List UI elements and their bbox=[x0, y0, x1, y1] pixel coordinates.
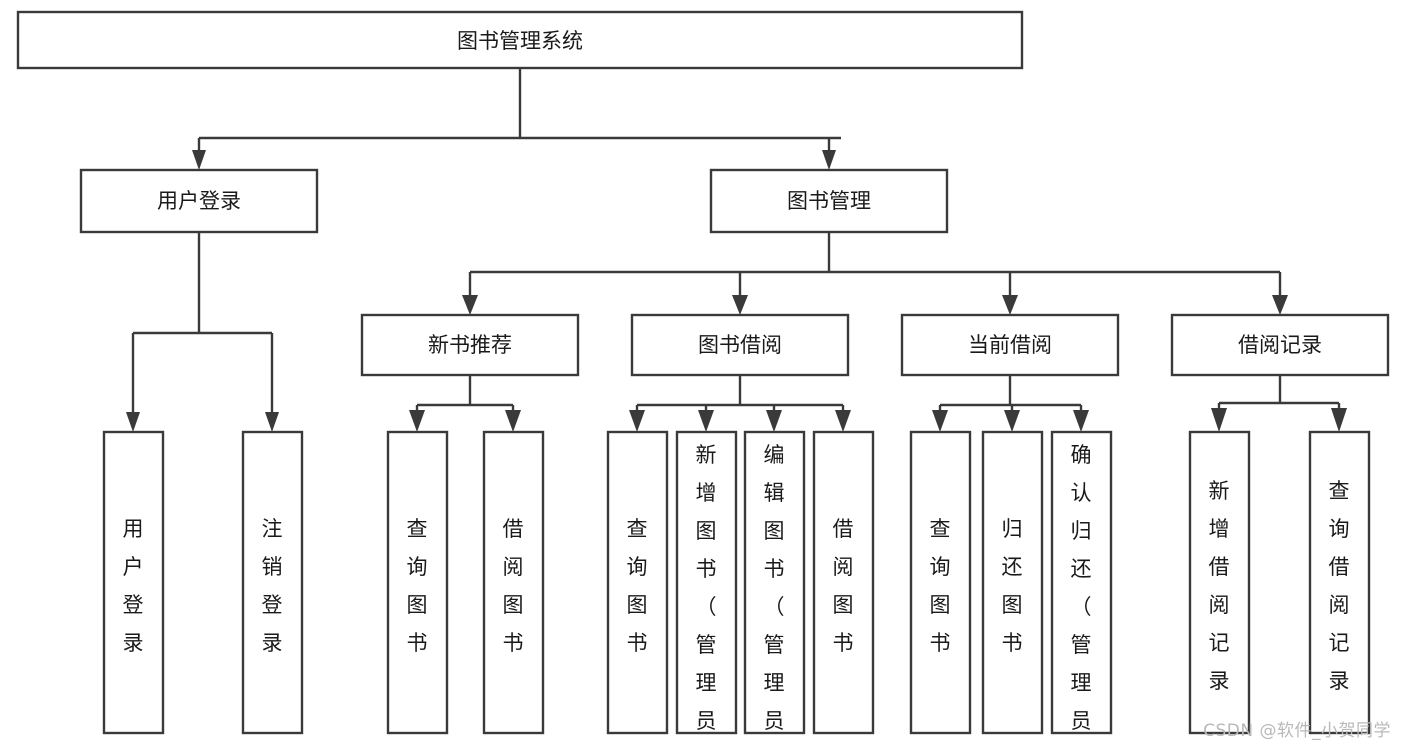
arrow-to-borrow-record bbox=[1272, 295, 1288, 315]
leaf-add-book-label: 新增图书（管理员） bbox=[696, 443, 717, 747]
leaf-add-record-box[interactable] bbox=[1188, 430, 1251, 735]
leaf-query-record-label: 查询借阅记录 bbox=[1329, 479, 1350, 693]
arrow-to-leaf-edit-book bbox=[766, 410, 782, 432]
leaf-user-login-box[interactable] bbox=[102, 430, 165, 735]
book-manage-box[interactable] bbox=[709, 168, 949, 234]
book-borrow-box[interactable] bbox=[630, 313, 850, 377]
current-borrow-label: 当前借阅 bbox=[968, 333, 1052, 357]
arrow-to-leaf-return-book bbox=[1004, 410, 1020, 432]
node-root[interactable]: 图书管理系统 bbox=[16, 10, 1024, 70]
leaf-borrow-book-a-box[interactable] bbox=[482, 430, 545, 735]
arrow-to-leaf-add-book bbox=[698, 410, 714, 432]
leaf-query-book-b-box[interactable] bbox=[606, 430, 669, 735]
leaf-query-book-a-box[interactable] bbox=[386, 430, 449, 735]
node-leaf-query-book-b[interactable]: 查询图书 bbox=[606, 430, 669, 735]
node-leaf-logout[interactable]: 注销登录 bbox=[241, 430, 304, 735]
arrow-to-leaf-logout bbox=[265, 412, 279, 432]
node-leaf-add-book[interactable]: 新增图书（管理员） bbox=[675, 430, 738, 747]
arrow-to-leaf-query-book-c bbox=[932, 410, 948, 432]
arrow-to-leaf-add-record bbox=[1211, 408, 1227, 432]
leaf-query-record-box[interactable] bbox=[1308, 430, 1371, 735]
arrow-root-to-book-manage bbox=[822, 150, 836, 170]
arrow-to-leaf-query-book-b bbox=[629, 410, 645, 432]
leaf-borrow-book-b-box[interactable] bbox=[812, 430, 875, 735]
arrow-to-leaf-borrow-book-a bbox=[505, 410, 521, 432]
new-book-rec-box[interactable] bbox=[360, 313, 580, 377]
arrow-to-leaf-borrow-book-b bbox=[835, 410, 851, 432]
user-login-box[interactable] bbox=[79, 168, 319, 234]
current-borrow-box[interactable] bbox=[900, 313, 1120, 377]
book-borrow-label: 图书借阅 bbox=[698, 333, 782, 357]
arrow-to-leaf-query-book-a bbox=[409, 410, 425, 432]
leaf-logout-label: 注销登录 bbox=[262, 517, 283, 655]
leaf-query-book-a-label: 查询图书 bbox=[407, 517, 428, 655]
node-leaf-query-book-c[interactable]: 查询图书 bbox=[909, 430, 972, 735]
borrow-record-box[interactable] bbox=[1170, 313, 1390, 377]
leaf-return-book-label: 归还图书 bbox=[1002, 517, 1023, 655]
leaf-borrow-book-a-label: 借阅图书 bbox=[503, 517, 524, 655]
node-leaf-user-login[interactable]: 用户登录 bbox=[102, 430, 165, 735]
connector-layer bbox=[126, 68, 1347, 432]
node-user-login[interactable]: 用户登录 bbox=[79, 168, 319, 234]
leaf-query-book-c-box[interactable] bbox=[909, 430, 972, 735]
node-leaf-borrow-book-a[interactable]: 借阅图书 bbox=[482, 430, 545, 735]
arrow-to-leaf-query-record bbox=[1331, 408, 1347, 432]
leaf-confirm-return-box[interactable] bbox=[1050, 430, 1113, 735]
leaf-logout-box[interactable] bbox=[241, 430, 304, 735]
leaf-add-book-box[interactable] bbox=[675, 430, 738, 735]
arrow-to-book-borrow bbox=[732, 295, 748, 315]
node-leaf-add-record[interactable]: 新增借阅记录 bbox=[1188, 430, 1251, 735]
node-leaf-return-book[interactable]: 归还图书 bbox=[981, 430, 1044, 735]
leaf-edit-book-box[interactable] bbox=[743, 430, 806, 735]
new-book-rec-label: 新书推荐 bbox=[428, 333, 512, 357]
borrow-record-label: 借阅记录 bbox=[1238, 333, 1322, 357]
node-borrow-record[interactable]: 借阅记录 bbox=[1170, 313, 1390, 377]
root-box[interactable] bbox=[16, 10, 1024, 70]
node-leaf-edit-book[interactable]: 编辑图书（管理员） bbox=[743, 430, 806, 747]
node-book-manage[interactable]: 图书管理 bbox=[709, 168, 949, 234]
user-login-label: 用户登录 bbox=[157, 189, 241, 213]
leaf-edit-book-label: 编辑图书（管理员） bbox=[764, 443, 785, 747]
leaf-borrow-book-b-label: 借阅图书 bbox=[833, 517, 854, 655]
node-leaf-borrow-book-b[interactable]: 借阅图书 bbox=[812, 430, 875, 735]
node-leaf-query-record[interactable]: 查询借阅记录 bbox=[1308, 430, 1371, 735]
leaf-confirm-return-label: 确认归还（管理员） bbox=[1071, 443, 1092, 747]
book-manage-label: 图书管理 bbox=[787, 189, 871, 213]
node-new-book-rec[interactable]: 新书推荐 bbox=[360, 313, 580, 377]
leaf-user-login-label: 用户登录 bbox=[123, 517, 144, 655]
arrow-root-to-user-login bbox=[192, 150, 206, 170]
node-leaf-confirm-return[interactable]: 确认归还（管理员） bbox=[1050, 430, 1113, 747]
leaf-query-book-b-label: 查询图书 bbox=[627, 517, 648, 655]
arrow-to-new-book-rec bbox=[462, 295, 478, 315]
root-label: 图书管理系统 bbox=[457, 29, 583, 53]
node-current-borrow[interactable]: 当前借阅 bbox=[900, 313, 1120, 377]
node-book-borrow[interactable]: 图书借阅 bbox=[630, 313, 850, 377]
leaf-return-book-box[interactable] bbox=[981, 430, 1044, 735]
node-leaf-query-book-a[interactable]: 查询图书 bbox=[386, 430, 449, 735]
arrow-to-current-borrow bbox=[1002, 295, 1018, 315]
leaf-query-book-c-label: 查询图书 bbox=[930, 517, 951, 655]
arrow-to-leaf-user-login bbox=[126, 412, 140, 432]
leaf-add-record-label: 新增借阅记录 bbox=[1209, 479, 1230, 693]
arrow-to-leaf-confirm-return bbox=[1073, 410, 1089, 432]
